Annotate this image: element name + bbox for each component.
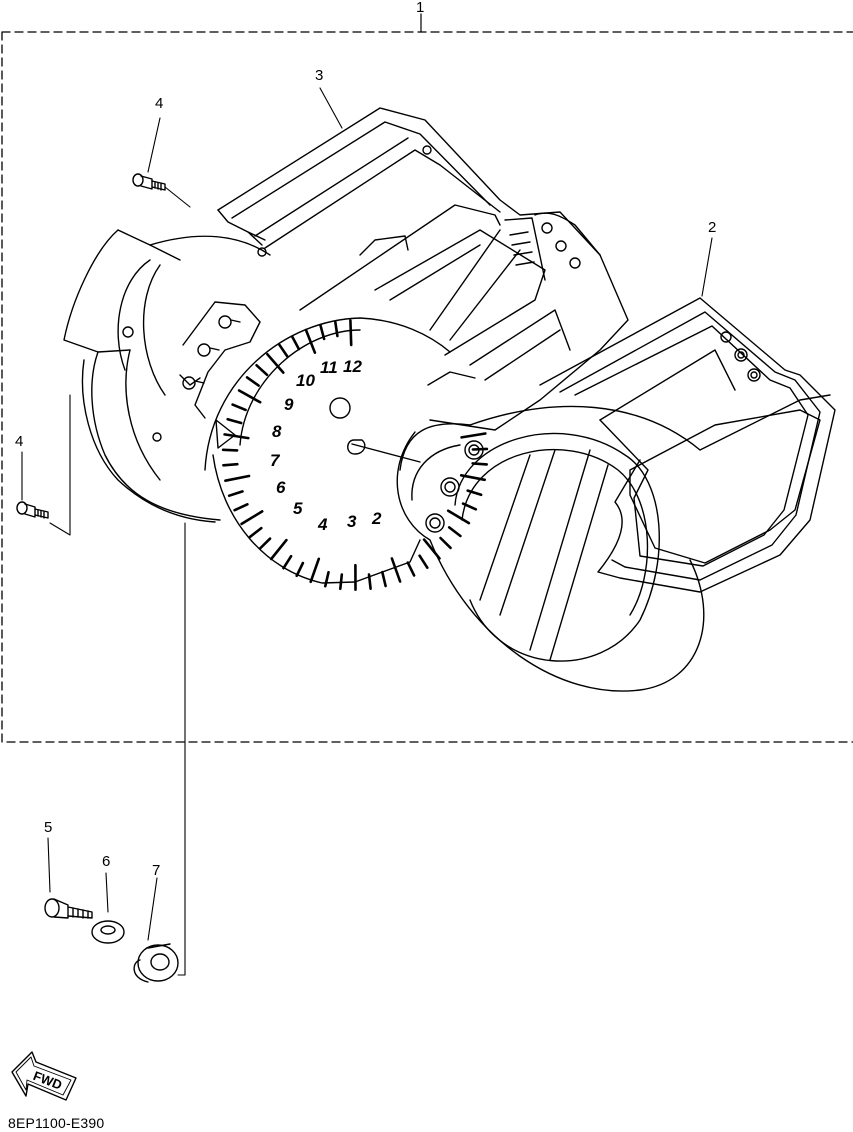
washer-part-6	[91, 920, 125, 944]
fwd-arrow-icon: FWD	[11, 1051, 77, 1101]
dial-tick	[309, 557, 321, 584]
dial-tick	[333, 320, 339, 338]
dial-number: 6	[276, 478, 286, 497]
callout-labels: 1 3 4 2 4 5 6 7	[15, 0, 716, 879]
leader-lines	[21, 87, 713, 976]
screw-lower	[16, 394, 71, 536]
dial-tick	[418, 554, 429, 570]
dial-number: 5	[293, 499, 303, 518]
front-cover	[396, 297, 836, 692]
dial-tick	[349, 319, 353, 347]
dial-tick	[237, 389, 262, 404]
callout-5: 5	[44, 819, 52, 836]
dial-number: 2	[371, 509, 382, 528]
dial-tick	[282, 554, 293, 570]
dial-tick	[224, 474, 251, 483]
dial-tick	[295, 561, 305, 578]
callout-2: 2	[708, 219, 716, 236]
dial-tick	[221, 448, 239, 452]
dial-number: 4	[317, 515, 328, 534]
dial-tick	[231, 403, 247, 412]
dial-tick	[258, 537, 272, 550]
callout-7: 7	[152, 862, 160, 879]
callout-3: 3	[315, 67, 323, 84]
rear-housing	[63, 107, 629, 523]
dial-number: 12	[343, 357, 362, 376]
dial-tick	[406, 561, 416, 577]
dial-tick	[269, 538, 288, 561]
dial-tick	[240, 510, 264, 526]
dial-tick	[226, 417, 243, 425]
dial-tick	[266, 352, 285, 374]
dial-numbers: 12 11 10 9 8 7 6 5 4 3 2	[270, 357, 382, 534]
screw-upper	[132, 173, 191, 208]
dial-tick	[471, 447, 489, 451]
dial-tick	[255, 363, 269, 377]
dial-tick	[277, 343, 289, 358]
callout-6: 6	[102, 853, 110, 870]
tachometer-dial	[204, 317, 489, 591]
callout-4-upper: 4	[155, 95, 163, 112]
dial-number: 10	[296, 371, 315, 390]
dial-tick	[367, 573, 372, 591]
grommet-part-7	[133, 943, 179, 983]
dial-tick	[380, 570, 387, 588]
diagram-code: 8EP1100-E390	[8, 1115, 105, 1131]
dial-tick	[222, 462, 239, 467]
dial-tick	[290, 335, 301, 351]
dial-ticks	[221, 319, 489, 591]
dial-tick	[390, 557, 402, 583]
dial-number: 3	[347, 512, 357, 531]
dial-tick	[460, 432, 487, 439]
dial-number: 9	[284, 395, 294, 414]
callout-4-lower: 4	[15, 433, 23, 450]
dial-tick	[304, 328, 317, 355]
dial-tick	[319, 323, 326, 341]
dial-number: 8	[272, 422, 282, 441]
dial-tick	[466, 489, 483, 497]
bolt-part-5	[44, 898, 93, 919]
dial-tick	[323, 570, 330, 588]
dial-tick	[233, 502, 249, 512]
assembly-boundary	[1, 13, 853, 743]
dial-tick	[447, 526, 462, 538]
dial-tick	[223, 433, 250, 440]
dial-number: 11	[320, 358, 338, 377]
dial-number: 7	[270, 451, 281, 470]
dial-tick	[446, 509, 471, 525]
dial-tick	[439, 536, 452, 550]
callout-1: 1	[416, 0, 424, 16]
dial-tick	[248, 526, 263, 539]
dial-tick	[227, 490, 244, 498]
dial-tick	[338, 573, 344, 591]
dial-tick	[245, 376, 260, 387]
